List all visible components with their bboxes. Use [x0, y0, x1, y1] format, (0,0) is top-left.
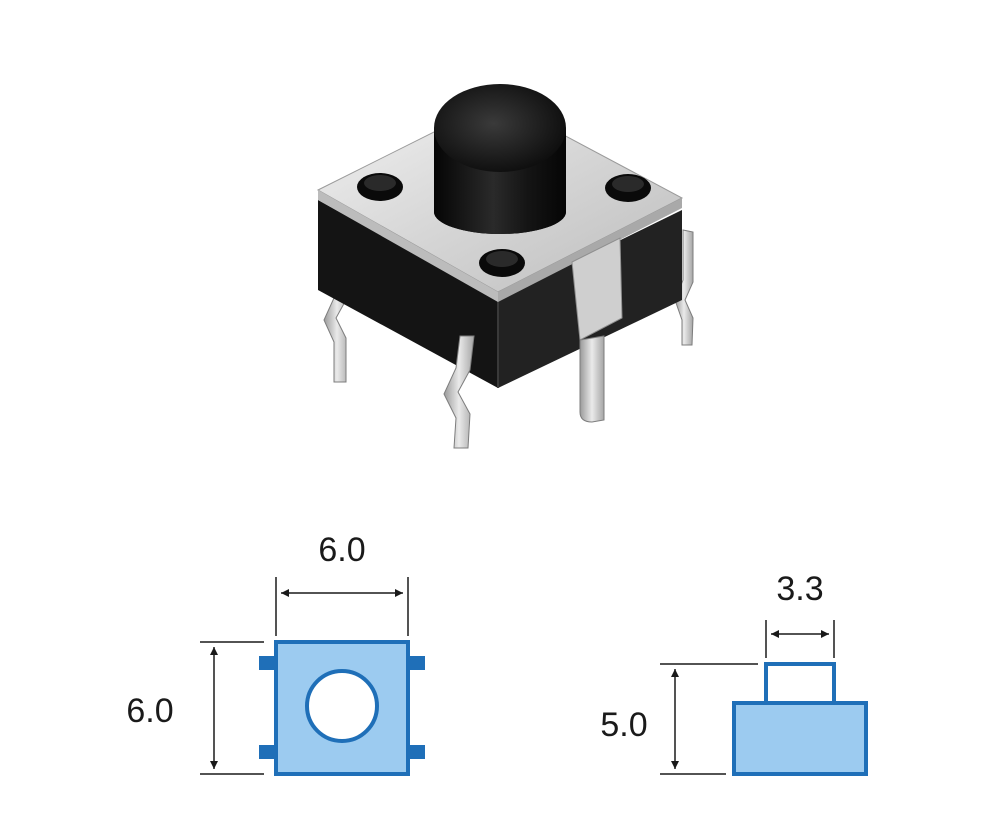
side-actuator-width-dimension [765, 620, 835, 658]
tab-top-right [406, 656, 425, 670]
actuator-cap [434, 84, 566, 234]
side-height-label: 5.0 [600, 706, 647, 744]
switch-3d-illustration [316, 84, 694, 449]
metal-side-tab [571, 237, 623, 423]
side-height-dimension [660, 663, 758, 775]
side-view-actuator [764, 662, 836, 705]
top-width-dimension [275, 577, 409, 636]
top-height-dimension [200, 641, 264, 775]
top-view-actuator [305, 669, 379, 743]
side-view-drawing: 3.3 5.0 [600, 570, 868, 776]
side-actuator-width-label: 3.3 [776, 570, 823, 608]
tab-bottom-left [259, 745, 278, 759]
tab-bottom-right [406, 745, 425, 759]
side-view-body [732, 701, 868, 776]
body-left-face [318, 200, 498, 388]
top-view-drawing: 6.0 6.0 [126, 531, 425, 776]
tab-top-left [259, 656, 278, 670]
front-left-pin [443, 335, 475, 449]
top-width-label: 6.0 [318, 531, 365, 569]
top-height-label: 6.0 [126, 692, 173, 730]
